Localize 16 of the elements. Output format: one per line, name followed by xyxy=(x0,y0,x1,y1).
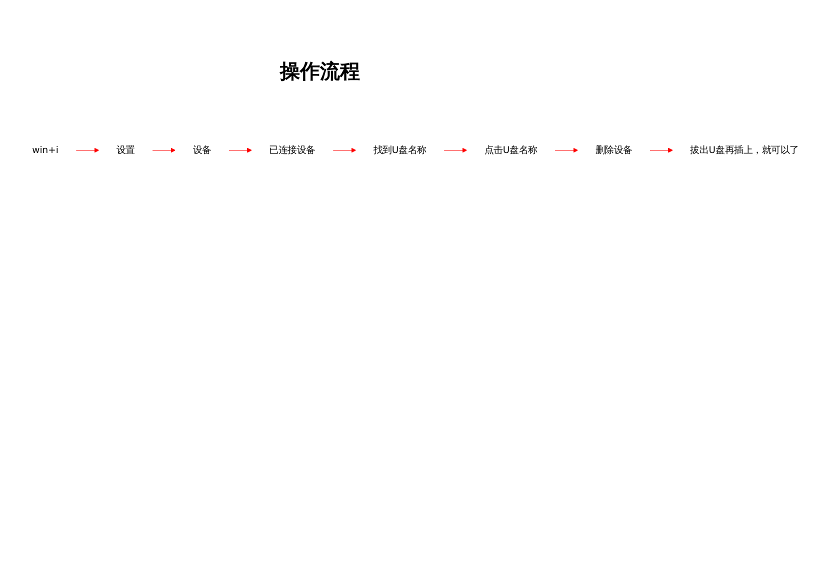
diagram-title: 操作流程 xyxy=(280,58,360,85)
arrow xyxy=(76,148,100,153)
node-text: 找到U盘名称 xyxy=(373,144,426,156)
node-text: 设备 xyxy=(192,144,212,156)
arrow xyxy=(444,148,468,153)
node-text: win+i xyxy=(32,144,58,156)
node-text: 点击U盘名称 xyxy=(484,144,538,156)
arrow xyxy=(554,148,578,153)
arrow xyxy=(228,148,252,153)
node-text: 拔出U盘再插上，就可以了 xyxy=(690,144,799,156)
arrow xyxy=(649,148,674,153)
node-text: 删除设备 xyxy=(595,144,632,156)
node-text: 已连接设备 xyxy=(269,144,316,156)
arrow xyxy=(332,148,356,153)
arrow xyxy=(152,148,176,153)
node-text: 设置 xyxy=(116,144,135,156)
